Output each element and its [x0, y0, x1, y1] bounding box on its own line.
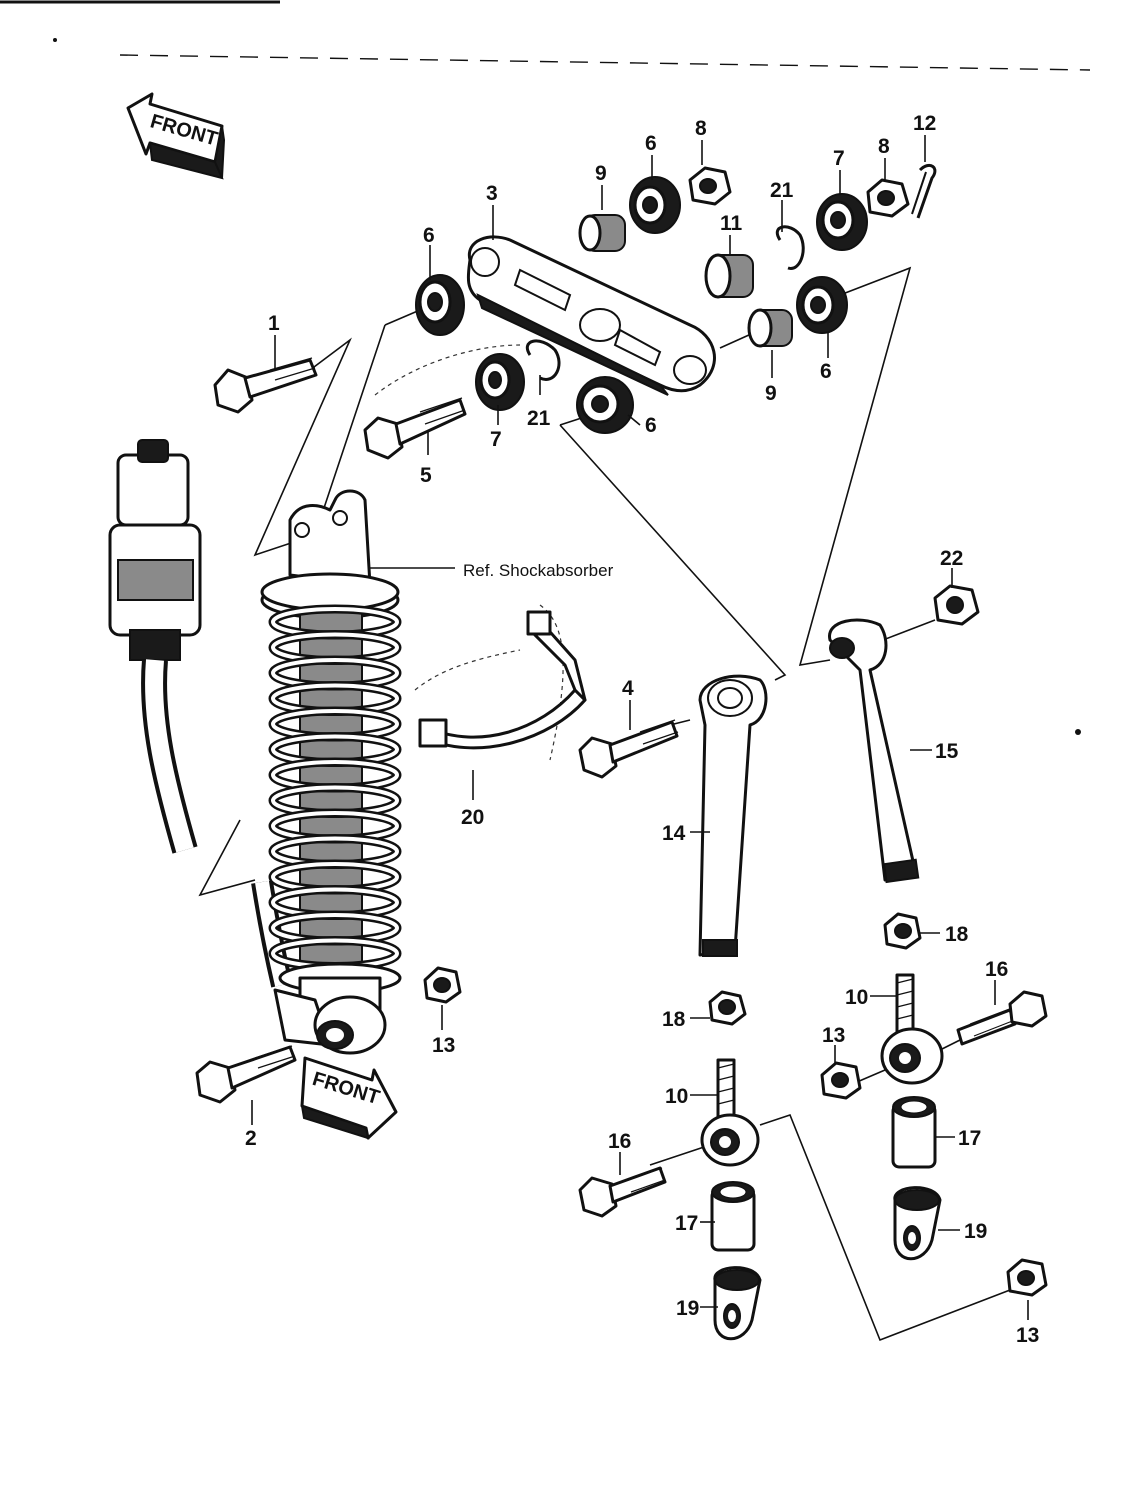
callout-8-right: 8: [878, 135, 890, 158]
collar-7-left: [475, 353, 525, 411]
callout-21-left: 21: [527, 407, 551, 430]
nut-13-center: [423, 966, 462, 1004]
bolt-2: [195, 1045, 297, 1104]
top-border: [0, 0, 1091, 735]
callout-labels: 1 2 3 4 5 6 6 6 6 7 7 8 8 9 9 10 10 11 1…: [245, 112, 1039, 1347]
callout-16-right: 16: [985, 958, 1008, 981]
callout-9-right: 9: [765, 382, 777, 405]
nut-18-left: [708, 990, 747, 1026]
callout-15: 15: [935, 740, 959, 763]
callout-18-left: 18: [662, 1008, 686, 1031]
callout-leaders: [251, 135, 1029, 1320]
shock-reservoir: [108, 439, 202, 854]
callout-1: 1: [268, 312, 280, 335]
callout-19-right: 19: [964, 1220, 987, 1243]
callout-7-right: 7: [833, 147, 845, 170]
rod-end-10-left: [700, 1058, 760, 1167]
nut-13-lower: [1006, 1258, 1048, 1297]
circlip-21-left: [526, 339, 561, 381]
callout-13-right: 13: [822, 1024, 845, 1047]
nut-8-top: [688, 166, 732, 206]
shock-absorber: [260, 489, 402, 1055]
callout-21-right: 21: [770, 179, 794, 202]
collar-6-top: [629, 176, 681, 234]
circlip-21-right: [776, 225, 805, 270]
tie-rod-15: [828, 618, 920, 884]
callout-8-top: 8: [695, 117, 707, 140]
reference-label: Ref. Shockabsorber: [463, 561, 614, 580]
callout-2: 2: [245, 1127, 257, 1150]
callout-14: 14: [662, 822, 686, 845]
callout-6-lower: 6: [645, 414, 657, 437]
callout-20: 20: [461, 806, 484, 829]
rod-end-19-left: [713, 1266, 762, 1341]
callout-17-right: 17: [958, 1127, 981, 1150]
nut-13-right: [820, 1061, 862, 1100]
collar-6-lower: [576, 376, 634, 434]
linkage-plate-3: [466, 235, 716, 396]
callout-16-left: 16: [608, 1130, 631, 1153]
callout-11: 11: [720, 212, 743, 235]
collar-17-right: [891, 1096, 937, 1169]
nut-18-right: [883, 912, 922, 950]
nut-22: [933, 584, 980, 626]
callout-5: 5: [420, 464, 432, 487]
tie-rod-14: [698, 674, 768, 957]
callout-10-right: 10: [845, 986, 868, 1009]
bolt-16-right: [956, 990, 1048, 1046]
collar-11: [704, 253, 754, 299]
callout-19-left: 19: [676, 1297, 699, 1320]
callout-3: 3: [486, 182, 498, 205]
callout-18-right: 18: [945, 923, 969, 946]
callout-9-top: 9: [595, 162, 607, 185]
collar-6-right: [796, 276, 848, 334]
callout-6-right: 6: [820, 360, 832, 383]
rod-end-19-right: [893, 1186, 942, 1261]
spring-coils: [268, 604, 402, 971]
band-part-20: [418, 610, 587, 750]
cotter-pin-12: [911, 164, 937, 219]
front-arrow-bottom: FRONT: [300, 1056, 398, 1140]
callout-6-top: 6: [645, 132, 657, 155]
collar-6-left: [415, 274, 465, 336]
callout-7-left: 7: [490, 428, 502, 451]
bushing-9-top: [578, 214, 626, 252]
callout-22: 22: [940, 547, 963, 570]
bolt-5: [363, 397, 467, 460]
callout-4: 4: [622, 677, 634, 700]
front-arrow-top: FRONT: [126, 92, 226, 180]
callout-13-center: 13: [432, 1034, 455, 1057]
callout-17-left: 17: [675, 1212, 698, 1235]
nut-8-right: [866, 178, 910, 218]
rod-end-10-right: [880, 973, 944, 1085]
callout-12: 12: [913, 112, 936, 135]
collar-7-right: [816, 193, 868, 251]
collar-17-left: [710, 1181, 756, 1252]
bolt-16-left: [578, 1166, 667, 1218]
callout-10-left: 10: [665, 1085, 688, 1108]
bolt-1: [213, 357, 318, 414]
callout-13-lower: 13: [1016, 1324, 1039, 1347]
callout-6-left: 6: [423, 224, 435, 247]
bushing-9-right: [747, 308, 793, 348]
bolt-4: [578, 719, 679, 779]
